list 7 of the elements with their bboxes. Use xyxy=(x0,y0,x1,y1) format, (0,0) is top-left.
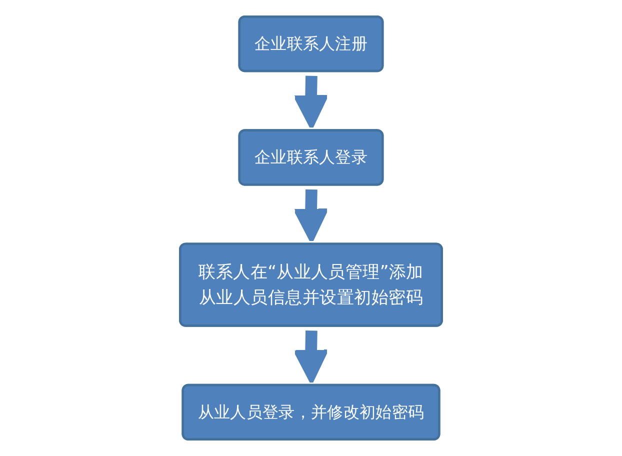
process-box: 从业人员登录，并修改初始密码 xyxy=(182,384,440,440)
arrow xyxy=(293,330,329,384)
process-box: 企业联系人登录 xyxy=(238,129,384,186)
arrow xyxy=(293,189,329,243)
process-box: 联系人在“从业人员管理”添加从业人员信息并设置初始密码 xyxy=(179,242,443,327)
process-box: 企业联系人注册 xyxy=(238,16,384,72)
arrow xyxy=(293,76,329,130)
